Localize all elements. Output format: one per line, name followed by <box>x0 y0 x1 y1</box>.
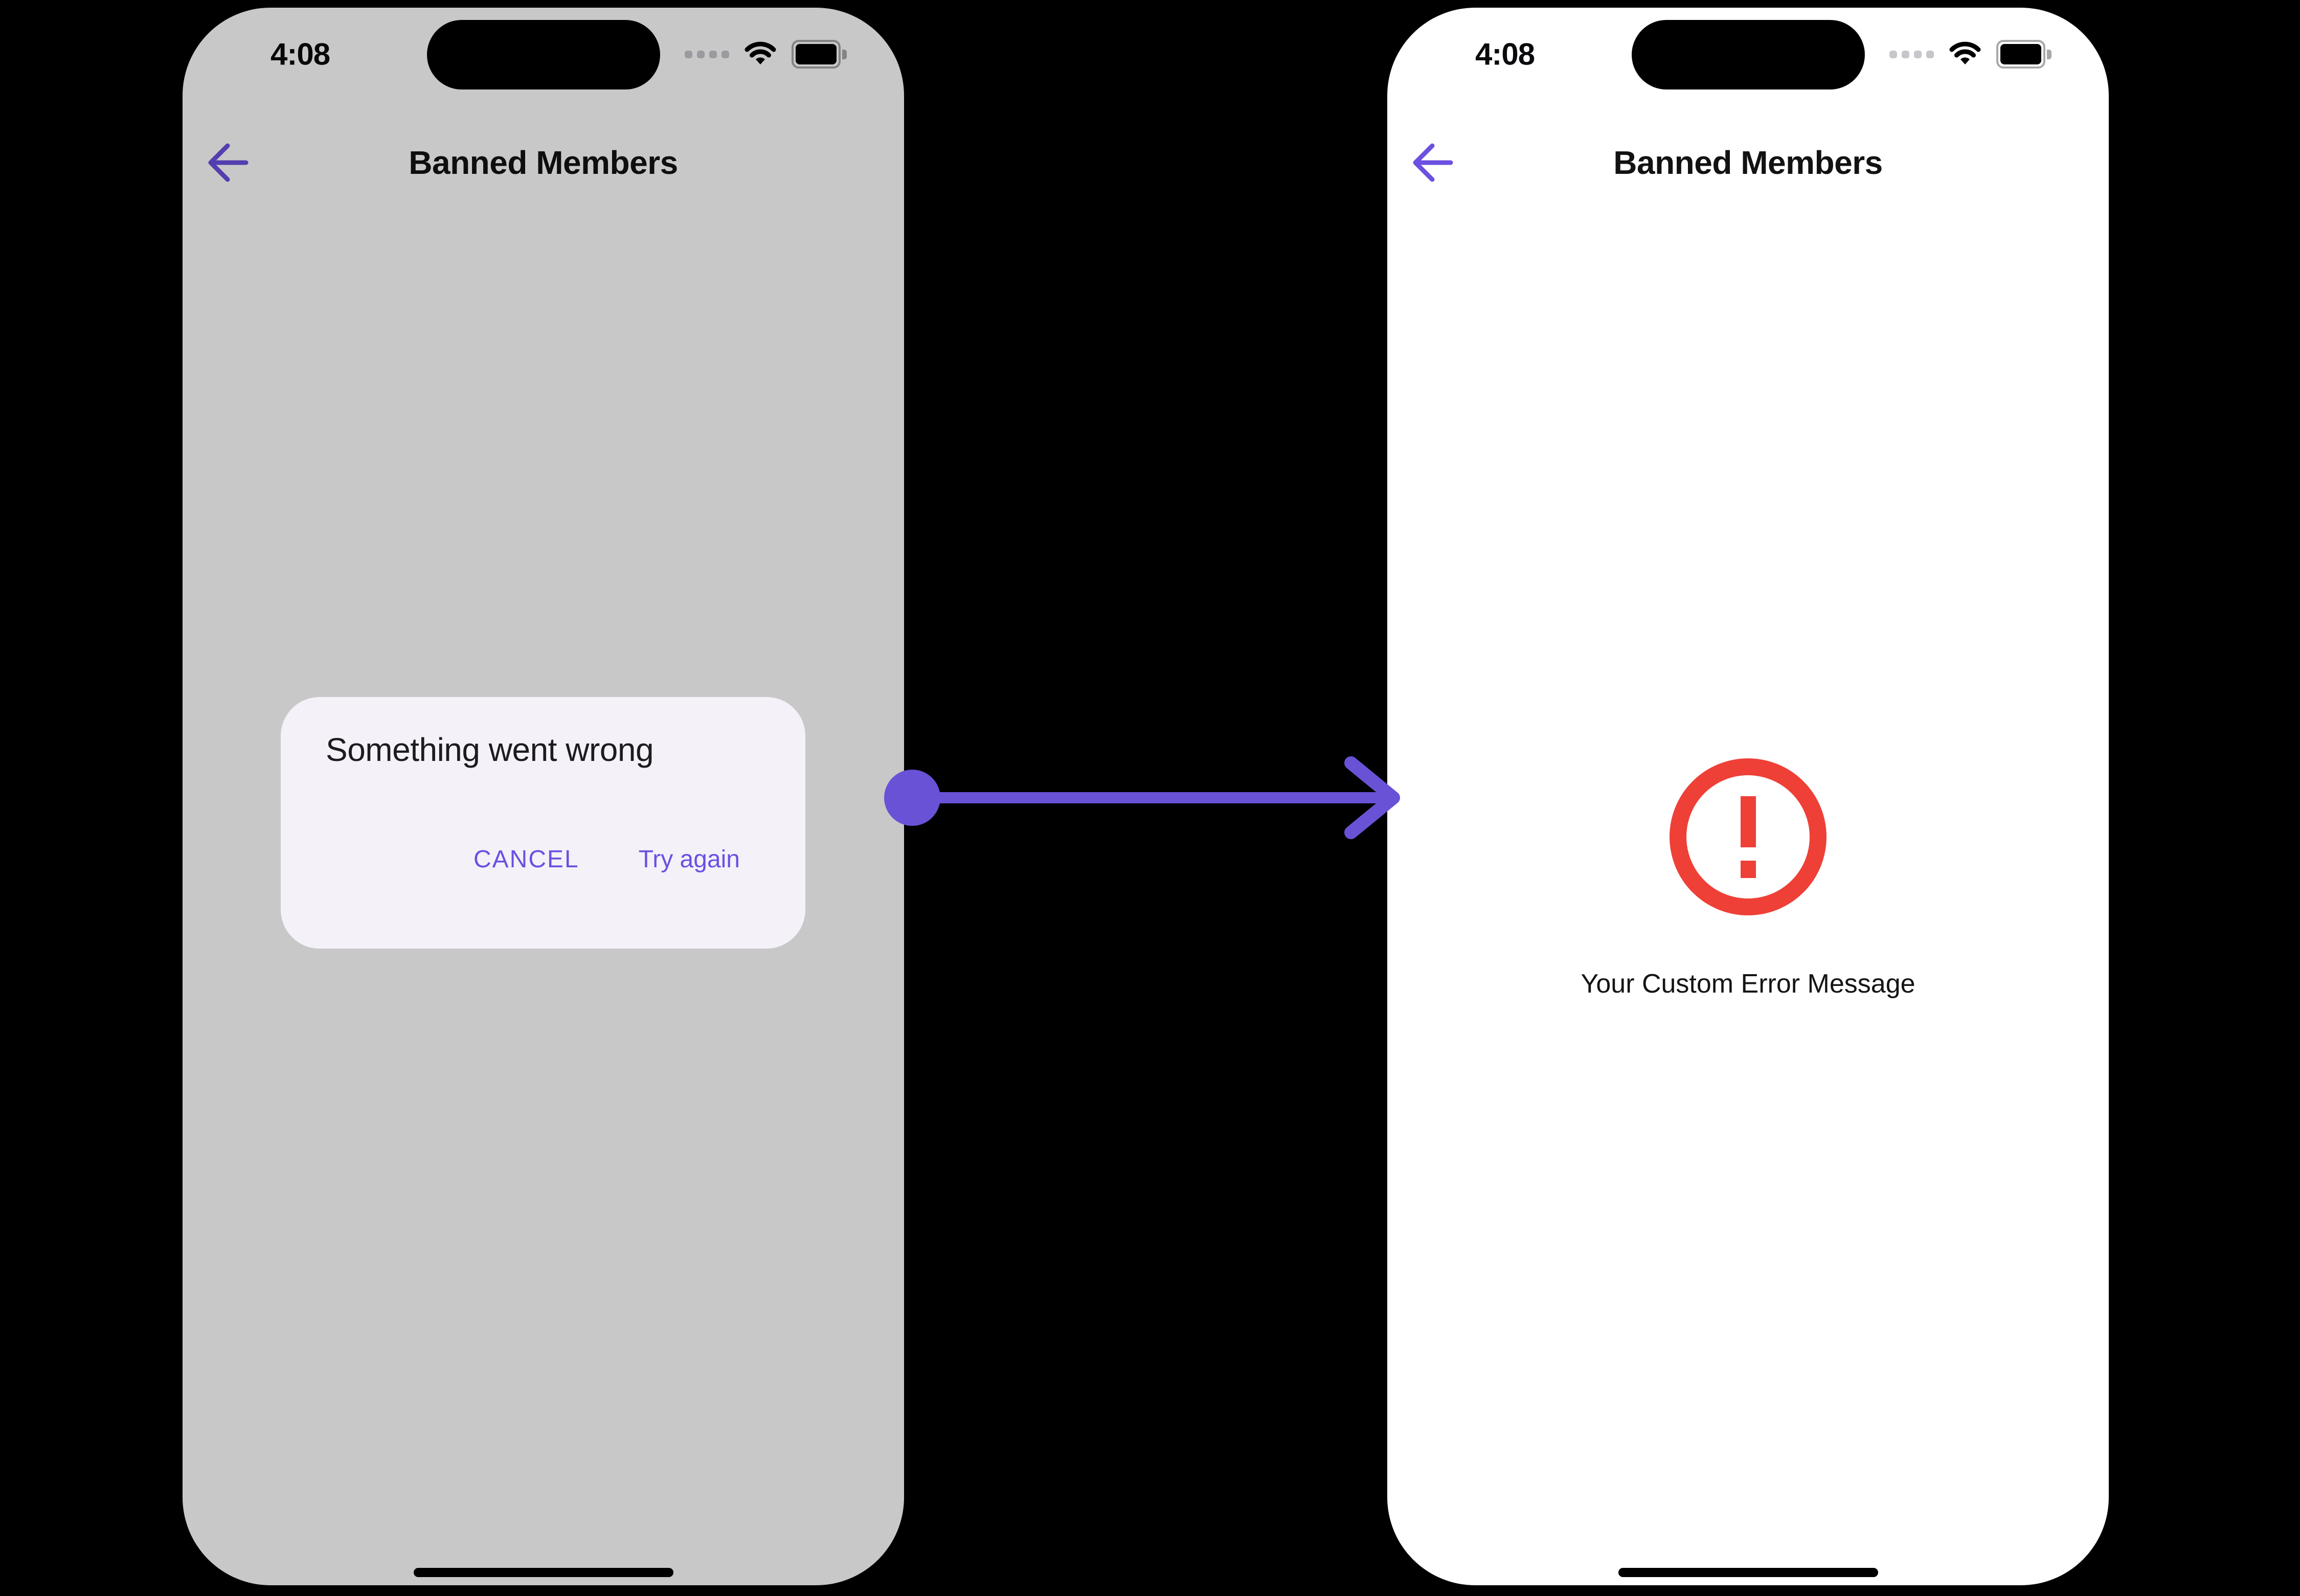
battery-icon <box>792 40 847 69</box>
try-again-button[interactable]: Try again <box>638 846 740 873</box>
back-button[interactable] <box>206 141 249 184</box>
error-state: Your Custom Error Message <box>1387 758 2109 999</box>
nav-header: Banned Members <box>183 129 904 196</box>
dialog-title: Something went wrong <box>326 731 654 768</box>
alert-circle-icon <box>1670 758 1827 915</box>
error-message: Your Custom Error Message <box>1581 969 1915 999</box>
status-time: 4:08 <box>1475 37 1535 72</box>
status-bar: 4:08 <box>1387 20 2109 89</box>
dynamic-island <box>1631 20 1865 89</box>
left-phone-frame: 4:08 <box>183 8 904 1585</box>
status-icons <box>685 40 847 69</box>
exclamation-dot <box>1740 860 1756 878</box>
back-arrow-icon <box>1411 143 1454 186</box>
battery-icon <box>1996 40 2051 69</box>
dialog-actions: CANCEL Try again <box>473 845 740 874</box>
error-dialog: Something went wrong CANCEL Try again <box>281 697 805 949</box>
exclamation-bar <box>1740 796 1756 847</box>
cellular-signal-icon <box>1889 50 1934 58</box>
back-button[interactable] <box>1411 141 1454 184</box>
right-phone-frame: 4:08 <box>1387 8 2109 1585</box>
wifi-icon <box>1949 41 1981 68</box>
home-indicator[interactable] <box>1618 1568 1878 1577</box>
back-arrow-icon <box>206 143 249 186</box>
cellular-signal-icon <box>685 50 729 58</box>
dynamic-island <box>426 20 660 89</box>
status-time: 4:08 <box>270 37 330 72</box>
page-title: Banned Members <box>1613 144 1883 181</box>
status-bar: 4:08 <box>183 20 904 89</box>
page-title: Banned Members <box>409 144 678 181</box>
cancel-button[interactable]: CANCEL <box>473 846 579 873</box>
status-icons <box>1889 40 2051 69</box>
nav-header: Banned Members <box>1387 129 2109 196</box>
flow-arrow-connector <box>884 756 1400 839</box>
wifi-icon <box>745 41 776 68</box>
home-indicator[interactable] <box>413 1568 673 1577</box>
